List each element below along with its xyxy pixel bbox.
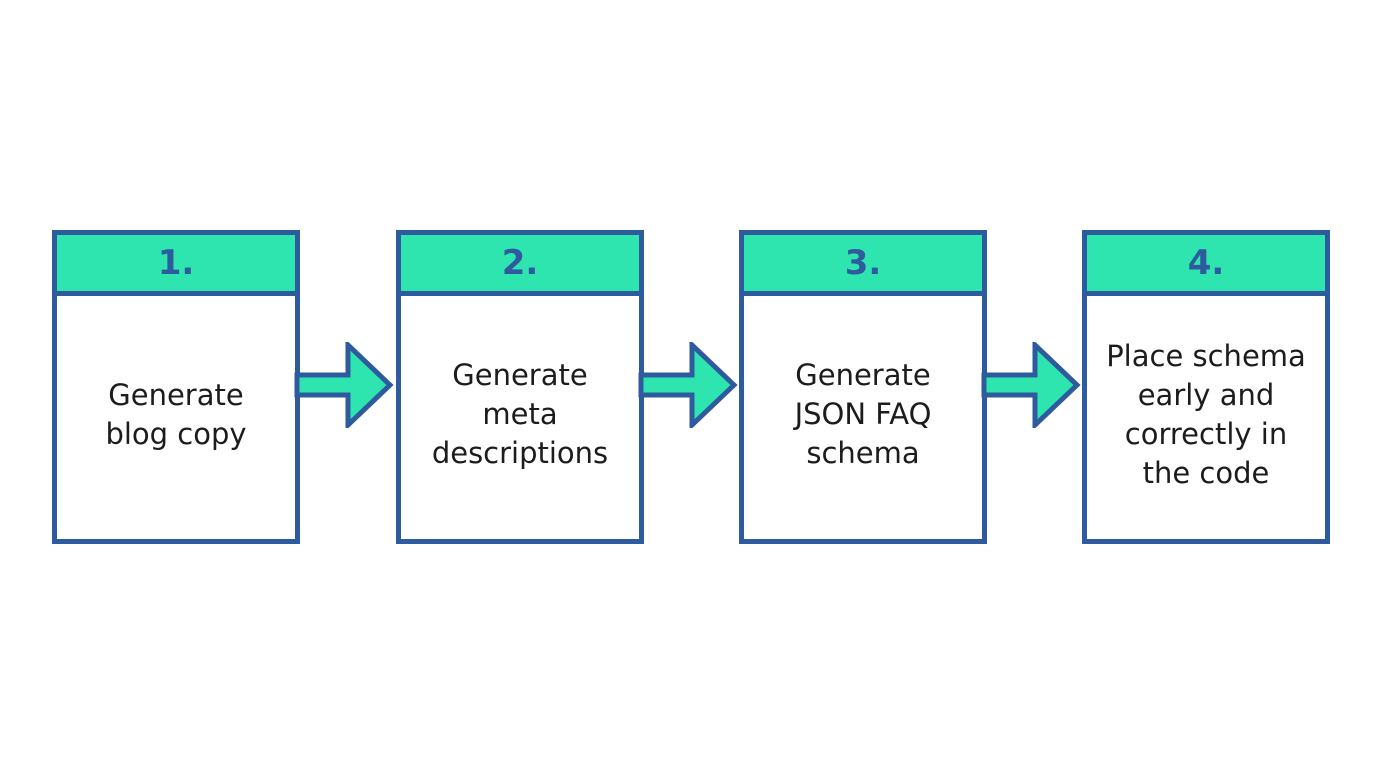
arrow-right-icon xyxy=(981,342,1081,428)
step-box-4: 4. Place schema early and correctly in t… xyxy=(1082,230,1330,544)
step-body-2: Generate meta descriptions xyxy=(401,296,639,539)
step-text-3: Generate JSON FAQ schema xyxy=(794,358,932,470)
step-number-1: 1. xyxy=(57,235,295,296)
arrow-right-icon xyxy=(638,342,738,428)
step-text-1: Generate blog copy xyxy=(105,377,247,451)
step-body-4: Place schema early and correctly in the … xyxy=(1087,296,1325,539)
step-body-3: Generate JSON FAQ schema xyxy=(744,296,982,539)
step-number-2: 2. xyxy=(401,235,639,296)
step-text-4: Place schema early and correctly in the … xyxy=(1106,338,1306,490)
step-text-2: Generate meta descriptions xyxy=(431,358,609,470)
step-number-3: 3. xyxy=(744,235,982,296)
step-number-4: 4. xyxy=(1087,235,1325,296)
arrow-right-icon xyxy=(294,342,394,428)
step-body-1: Generate blog copy xyxy=(57,296,295,539)
step-box-3: 3. Generate JSON FAQ schema xyxy=(739,230,987,544)
step-box-2: 2. Generate meta descriptions xyxy=(396,230,644,544)
step-box-1: 1. Generate blog copy xyxy=(52,230,300,544)
